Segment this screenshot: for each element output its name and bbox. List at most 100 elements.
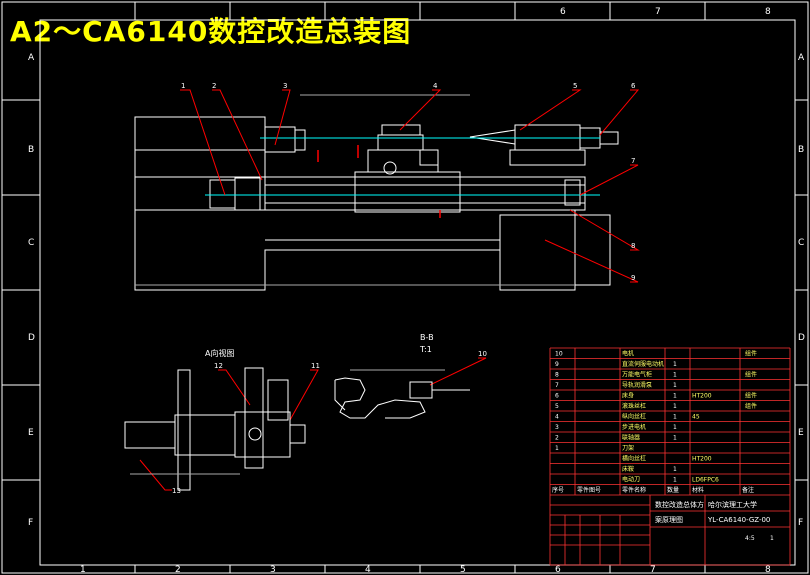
bom-row-no: 3 — [555, 424, 559, 431]
bom-row-note: 组件 — [745, 392, 757, 400]
svg-text:12: 12 — [214, 362, 223, 370]
bom-header: 材料 — [692, 486, 704, 494]
bom-row-name: 滚珠丝杠 — [622, 402, 646, 410]
bom-header: 零件图号 — [577, 486, 601, 494]
bom-row-note: 组件 — [745, 371, 757, 379]
row-label-e: E — [28, 428, 34, 438]
bom-row-no: 4 — [555, 414, 559, 421]
row-label-b: B — [28, 145, 34, 155]
bom-row-no: 5 — [555, 403, 559, 410]
bom-row-name: 导轨润滑泵 — [622, 381, 652, 389]
row-label-a-r: A — [798, 53, 805, 63]
bom-row-qty: 1 — [673, 382, 677, 389]
university-name: 哈尔滨理工大学 — [708, 500, 757, 509]
svg-text:6: 6 — [631, 82, 636, 90]
bom-row-no: 9 — [555, 361, 559, 368]
svg-text:5: 5 — [573, 82, 577, 90]
view-a — [124, 367, 306, 491]
svg-text:10: 10 — [478, 350, 487, 358]
row-label-e-r: E — [798, 428, 804, 438]
section-scale: T:1 — [419, 345, 432, 354]
col-label-b6: 6 — [555, 565, 561, 575]
bom-row-no: 2 — [555, 435, 559, 442]
row-label-a: A — [28, 53, 35, 63]
col-label-b1: 1 — [80, 565, 86, 575]
bom-row-qty: 1 — [673, 361, 677, 368]
svg-text:8: 8 — [631, 242, 635, 250]
row-label-f-r: F — [798, 518, 803, 528]
view-a-label: A向视图 — [205, 348, 234, 358]
col-label-b5: 5 — [460, 565, 466, 575]
bom-row-name: 刀架 — [622, 444, 634, 452]
bom-row-name: 直流伺服电动机 — [622, 360, 664, 368]
col-label-6: 6 — [560, 7, 566, 17]
svg-text:4: 4 — [433, 82, 438, 90]
sheet-number: 1 — [770, 535, 774, 542]
svg-text:13: 13 — [172, 487, 181, 495]
drawing-number: YL-CA6140-GZ-00 — [707, 516, 770, 524]
bom-row-name: 床身 — [622, 392, 634, 400]
bom-row-no: 1 — [555, 445, 559, 452]
bom-row-qty: 1 — [673, 466, 677, 473]
drawing-scale: 4:5 — [745, 535, 755, 542]
col-label-b8: 8 — [765, 565, 771, 575]
col-label-b2: 2 — [175, 565, 181, 575]
svg-text:1: 1 — [181, 82, 185, 90]
bom-row-qty: 1 — [673, 477, 677, 484]
bom-row-mat: HT200 — [692, 456, 712, 463]
col-label-b7: 7 — [650, 565, 656, 575]
svg-text:7: 7 — [631, 157, 635, 165]
svg-text:9: 9 — [631, 274, 635, 282]
bom-row-name: 横向丝杠 — [622, 455, 646, 463]
section-markers — [317, 145, 441, 218]
section-b-b — [334, 369, 470, 419]
design-title-1: 数控改造总体方 — [655, 500, 704, 509]
bom-row-note: 组件 — [745, 402, 757, 410]
bom-row-mat: 45 — [692, 414, 700, 421]
frame-row-labels: A B C D E F A B C D E F — [28, 53, 805, 528]
col-label-b4: 4 — [365, 565, 371, 575]
section-label: B-B — [420, 333, 434, 342]
svg-text:11: 11 — [311, 362, 320, 370]
bom-header: 数量 — [667, 486, 679, 494]
design-title-2: 案原理图 — [655, 515, 683, 524]
callout-numbers: 1 2 3 4 5 6 7 8 9 10 11 12 13 — [172, 82, 636, 495]
bom-row-mat: HT200 — [692, 393, 712, 400]
bom-header: 零件名称 — [622, 486, 646, 494]
bom-row-no: 10 — [555, 351, 563, 358]
bom-row-name: 床鞍 — [622, 465, 634, 473]
centre-lines — [205, 137, 600, 196]
bom-row-name: 电机 — [622, 350, 634, 358]
row-label-d: D — [28, 333, 35, 343]
bom-header: 序号 — [552, 486, 564, 494]
bom-row-qty: 1 — [673, 372, 677, 379]
row-label-c: C — [28, 238, 34, 248]
bom-row-qty: 1 — [673, 393, 677, 400]
bom-row-qty: 1 — [673, 414, 677, 421]
callout-leaders — [139, 89, 640, 491]
frame-col-labels: 6 7 8 1 2 3 4 5 6 7 8 — [80, 7, 771, 575]
bom-row-name: 纵向丝杠 — [622, 413, 646, 421]
bom-row-note: 组件 — [745, 350, 757, 358]
row-label-f: F — [28, 518, 33, 528]
bom-row-name: 联轴器 — [622, 434, 640, 442]
col-label-7: 7 — [655, 7, 661, 17]
svg-text:3: 3 — [283, 82, 287, 90]
bom-header: 备注 — [742, 486, 754, 494]
bom-row-name: 电动刀 — [622, 476, 640, 484]
lathe-main-view — [134, 94, 619, 291]
bom-row-qty: 1 — [673, 424, 677, 431]
bom-row-qty: 1 — [673, 435, 677, 442]
bom-row-mat: LD6FPC6 — [692, 477, 719, 484]
bom-row-no: 6 — [555, 393, 559, 400]
bom-row-name: 步进电机 — [622, 423, 646, 431]
bom-row-qty: 1 — [673, 403, 677, 410]
col-label-8: 8 — [765, 7, 771, 17]
svg-text:2: 2 — [212, 82, 216, 90]
bom-row-no: 8 — [555, 372, 559, 379]
